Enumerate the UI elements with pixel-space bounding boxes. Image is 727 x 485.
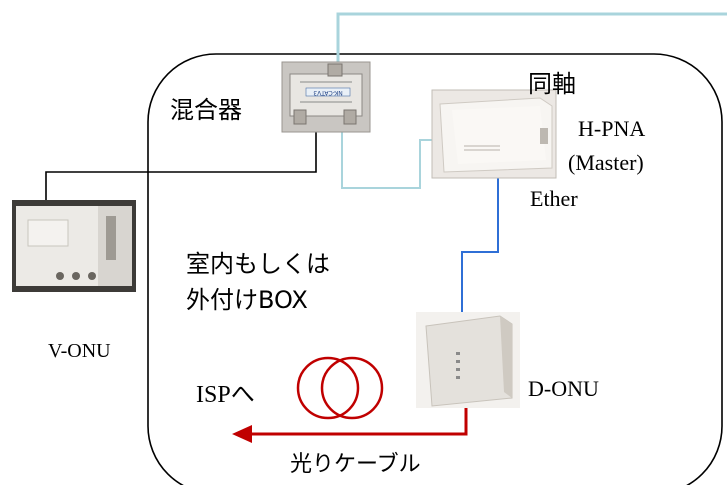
mixer-device <box>281 61 371 133</box>
fiber-arrowhead <box>232 425 252 443</box>
indoor-box-outline <box>147 53 723 485</box>
donu-device <box>416 312 520 408</box>
fiber-cable-label: 光りケーブル <box>290 452 421 477</box>
indoor-box-label-line2: 外付けBOX <box>186 286 308 314</box>
mixer-label: 混合器 <box>170 96 242 124</box>
hpna-label: H-PNA <box>578 116 646 141</box>
fiber-coil-left <box>296 356 360 420</box>
hpna-master-label: (Master) <box>568 150 644 175</box>
donu-label: D-ONU <box>528 376 599 401</box>
indoor-box-label-line1: 室内もしくは <box>186 250 330 278</box>
mixer-marking: NK-CATV3 <box>313 89 343 96</box>
vonu-wire <box>45 132 317 200</box>
vonu-device <box>12 200 136 292</box>
coax-line-top <box>336 12 727 62</box>
vonu-label: V-ONU <box>48 340 111 362</box>
isp-label: ISPへ <box>196 382 255 408</box>
coax-label: 同軸 <box>528 70 576 98</box>
coax-line-hpna <box>341 130 432 189</box>
fiber-line <box>248 408 468 436</box>
ether-line <box>461 178 499 312</box>
hpna-device <box>431 89 557 179</box>
fiber-coil-right <box>320 356 384 420</box>
ether-label: Ether <box>530 186 578 211</box>
